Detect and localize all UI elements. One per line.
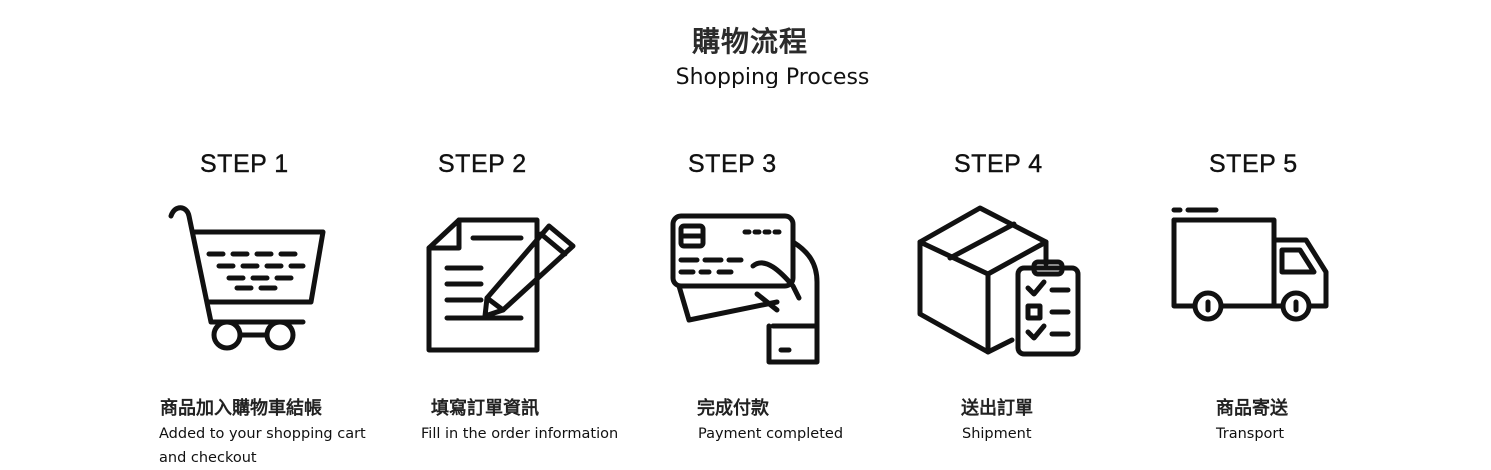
step-title-zh: 填寫訂單資訊	[431, 398, 539, 419]
step-label: STEP 2	[438, 150, 527, 178]
box-checklist-icon	[916, 202, 1086, 362]
step-title-zh: 送出訂單	[961, 398, 1033, 419]
step-desc-en: Payment completed	[698, 426, 844, 442]
step-desc-en: Fill in the order information	[421, 426, 619, 442]
document-pencil-icon	[425, 202, 585, 362]
page-title: 購物流程	[691, 25, 808, 58]
step-desc-en: Shipment	[962, 426, 1032, 442]
step-label: STEP 3	[688, 150, 777, 178]
delivery-truck-icon	[1170, 202, 1340, 332]
step-title-zh: 商品加入購物車結帳	[160, 398, 322, 419]
step-label: STEP 1	[200, 150, 289, 178]
step-label: STEP 5	[1209, 150, 1298, 178]
step-title-zh: 完成付款	[697, 398, 769, 419]
page-subtitle: Shopping Process	[675, 65, 870, 88]
shopping-cart-icon	[163, 202, 333, 362]
step-desc-en: Added to your shopping cart and checkout	[159, 426, 366, 466]
step-desc-en: Transport	[1216, 426, 1285, 442]
credit-card-hand-icon	[669, 202, 829, 372]
step-title-zh: 商品寄送	[1216, 398, 1288, 419]
step-label: STEP 4	[954, 150, 1043, 178]
